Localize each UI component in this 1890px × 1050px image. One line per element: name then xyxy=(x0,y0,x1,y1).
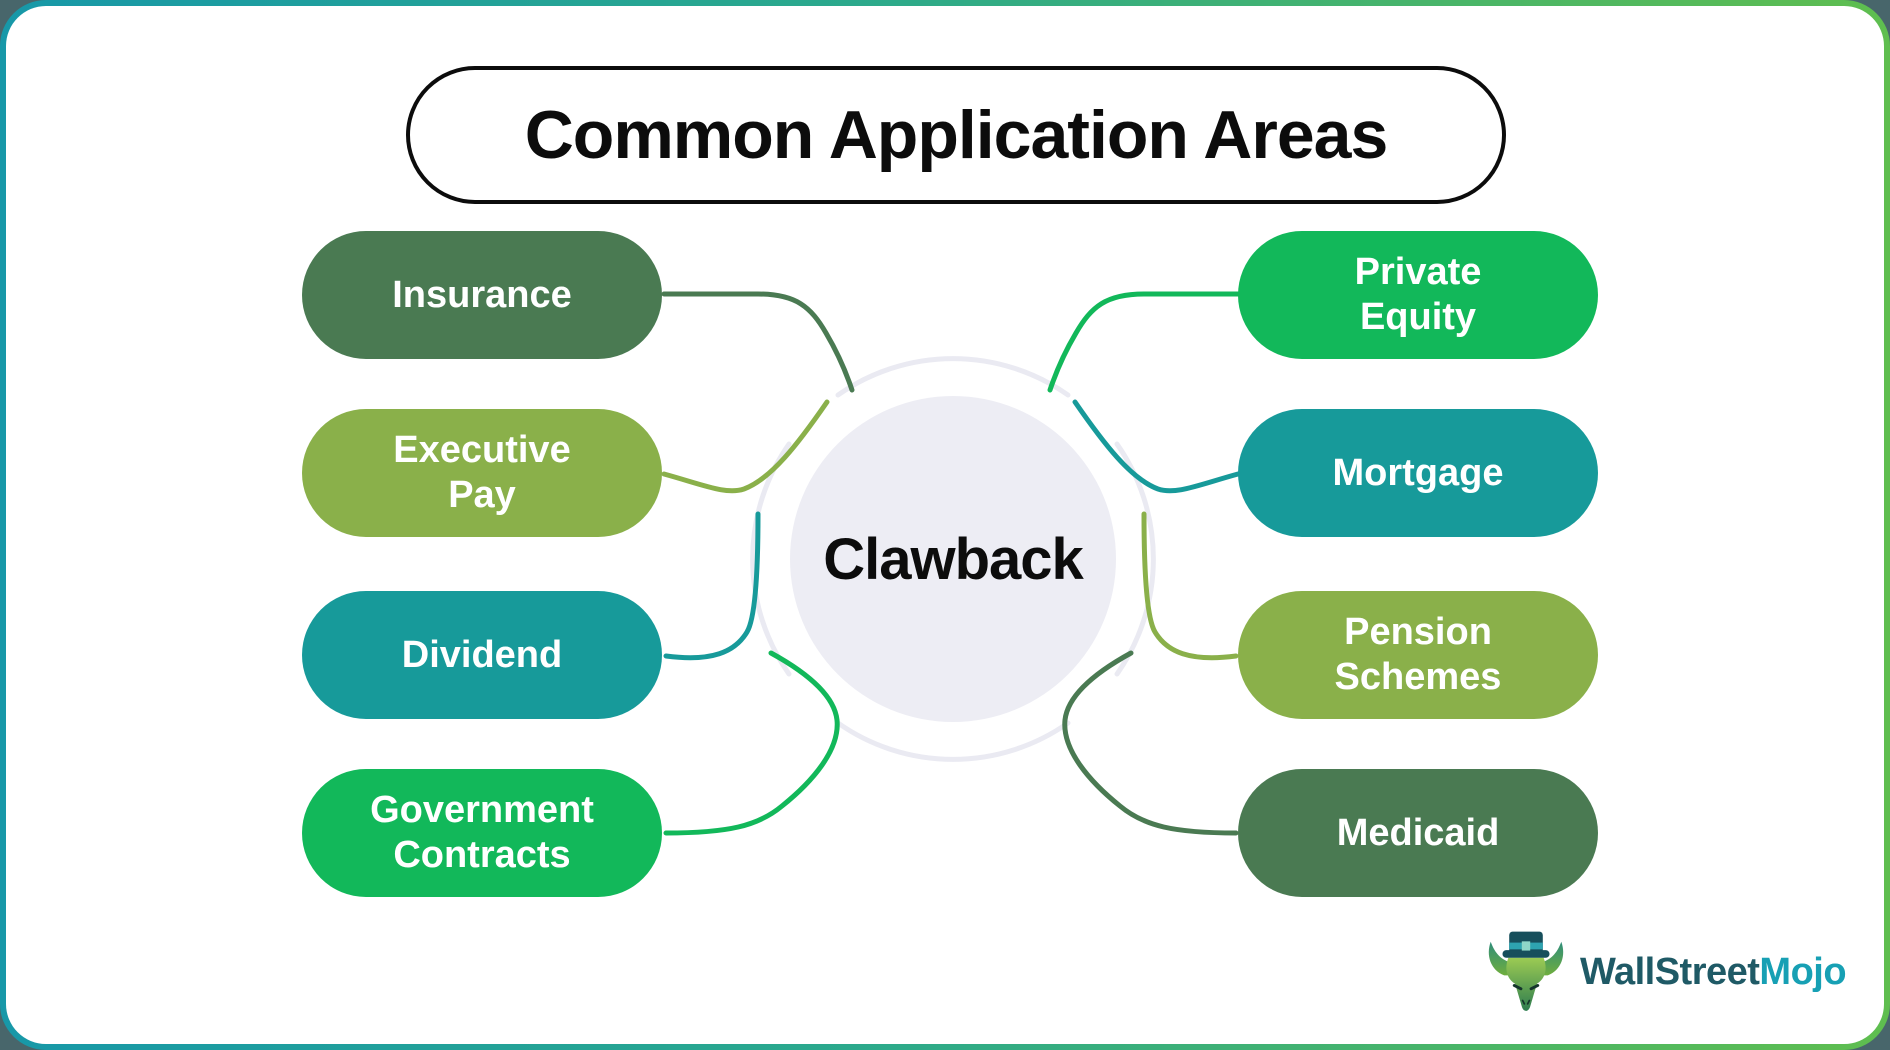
bull-nostrils xyxy=(1521,999,1531,1005)
connector-insurance-line xyxy=(661,291,855,393)
logo-text: WallStreetMojo xyxy=(1580,950,1847,994)
node-private-equity: Private Equity xyxy=(1238,231,1598,359)
title-box: Common Application Areas xyxy=(406,66,1506,204)
wallstreetmojo-logo: WallStreetMojo xyxy=(1484,928,1847,1016)
bull-mascot-icon xyxy=(1488,931,1564,1011)
node-label: Private Equity xyxy=(1354,251,1482,338)
node-medicaid: Medicaid xyxy=(1238,769,1598,897)
connector-government-contracts-line xyxy=(663,650,840,836)
bull-hat-brim xyxy=(1502,950,1550,958)
ring-arc-right xyxy=(1114,441,1156,677)
node-label: Pension Schemes xyxy=(1334,611,1502,698)
node-label: Executive Pay xyxy=(393,429,571,516)
node-label: Medicaid xyxy=(1336,811,1500,854)
node-executive-pay: Executive Pay xyxy=(302,409,662,537)
node-pension-schemes: Pension Schemes xyxy=(1238,591,1598,719)
node-dividend: Dividend xyxy=(302,591,662,719)
page-title: Common Application Areas xyxy=(524,97,1389,173)
connector-executive-pay-line xyxy=(661,399,830,494)
connector-pension-schemes-line xyxy=(1141,511,1239,661)
node-label: Insurance xyxy=(392,273,572,316)
bull-right-horn xyxy=(1540,941,1564,976)
ring-arc-top xyxy=(835,356,1071,398)
connector-medicaid-line xyxy=(1062,650,1239,836)
bull-hat-buckle xyxy=(1521,941,1531,951)
bull-eyes xyxy=(1512,984,1540,991)
node-label: Mortgage xyxy=(1332,451,1504,494)
ring-arc-bottom xyxy=(835,720,1071,762)
connector-layer xyxy=(661,291,1241,836)
connector-dividend-line xyxy=(663,511,761,661)
node-label: Government Contracts xyxy=(370,789,594,876)
center-node: Clawback xyxy=(790,396,1116,722)
logo-text-primary: WallStreet xyxy=(1580,950,1760,993)
bull-face xyxy=(1506,957,1546,1011)
center-label: Clawback xyxy=(823,526,1084,592)
connector-mortgage-line xyxy=(1072,399,1241,494)
node-label: Dividend xyxy=(401,633,563,676)
node-government-contracts: Government Contracts xyxy=(302,769,662,897)
node-insurance: Insurance xyxy=(302,231,662,359)
connector-private-equity-line xyxy=(1047,291,1241,393)
logo-text-secondary: Mojo xyxy=(1759,950,1847,993)
node-mortgage: Mortgage xyxy=(1238,409,1598,537)
bull-left-horn xyxy=(1488,941,1512,976)
